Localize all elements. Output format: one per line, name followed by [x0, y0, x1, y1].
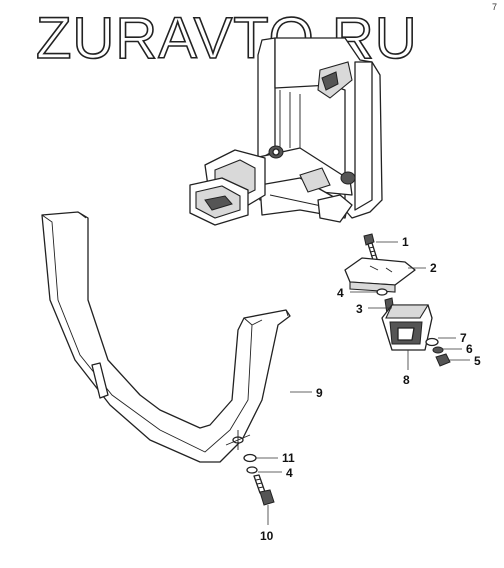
callout-9: 9	[316, 386, 323, 400]
frame-assembly	[189, 37, 383, 226]
nut-5	[435, 353, 451, 367]
callout-4-upper: 4	[337, 286, 344, 300]
bent-bracket-9	[41, 211, 291, 463]
callout-3: 3	[356, 302, 363, 316]
washer-4-lower	[246, 466, 258, 474]
callout-1: 1	[402, 235, 409, 249]
callout-8: 8	[403, 373, 410, 387]
rubber-mount-8	[381, 304, 433, 351]
washer-6	[432, 346, 444, 354]
callout-7: 7	[460, 331, 467, 345]
bolt-10	[253, 474, 275, 506]
washer-4-upper	[376, 288, 388, 296]
corner-mark: 7	[492, 2, 497, 12]
callout-2: 2	[430, 261, 437, 275]
callout-11: 11	[282, 451, 295, 465]
callout-6: 6	[466, 342, 473, 356]
washer-7	[425, 337, 439, 347]
callout-4-lower: 4	[286, 466, 293, 480]
washer-11	[243, 453, 257, 463]
callout-5: 5	[474, 354, 481, 368]
bracket-plate-2	[344, 257, 416, 293]
callout-10: 10	[260, 529, 274, 543]
leader-lines	[256, 241, 470, 525]
